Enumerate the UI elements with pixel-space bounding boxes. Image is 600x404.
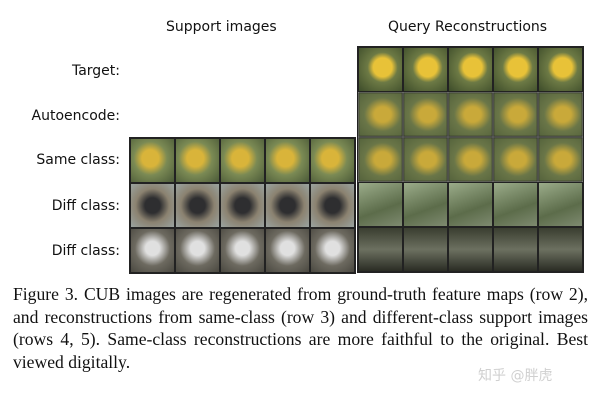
row-label-autoencode: Autoencode: bbox=[31, 108, 120, 124]
support-image bbox=[265, 183, 310, 228]
query-reconstructions-grid bbox=[357, 46, 584, 273]
row-label-target: Target: bbox=[71, 63, 120, 79]
diff-class-reconstruction bbox=[403, 182, 448, 227]
diff-class-reconstruction bbox=[403, 227, 448, 272]
row-label-diff-class-1: Diff class: bbox=[51, 198, 120, 214]
target-image bbox=[493, 47, 538, 92]
support-image bbox=[265, 228, 310, 273]
query-reconstructions-header: Query Reconstructions bbox=[388, 19, 548, 35]
target-image bbox=[358, 47, 403, 92]
diff-class-reconstruction bbox=[538, 227, 583, 272]
diff-class-reconstruction bbox=[358, 227, 403, 272]
support-image bbox=[175, 228, 220, 273]
figure-caption: Figure 3. CUB images are regenerated fro… bbox=[13, 284, 588, 372]
autoencode-image bbox=[538, 92, 583, 137]
support-image bbox=[130, 183, 175, 228]
support-image bbox=[220, 138, 265, 183]
diff-class-reconstruction bbox=[493, 182, 538, 227]
row-label-same-class: Same class: bbox=[36, 152, 120, 168]
support-image bbox=[220, 183, 265, 228]
support-image bbox=[310, 228, 355, 273]
support-images-header: Support images bbox=[166, 19, 277, 35]
diff-class-reconstruction bbox=[538, 182, 583, 227]
support-image bbox=[130, 228, 175, 273]
diff-class-reconstruction bbox=[493, 227, 538, 272]
target-image bbox=[448, 47, 493, 92]
support-image bbox=[175, 183, 220, 228]
autoencode-image bbox=[403, 92, 448, 137]
support-image bbox=[130, 138, 175, 183]
same-class-reconstruction bbox=[538, 137, 583, 182]
diff-class-reconstruction bbox=[448, 227, 493, 272]
watermark: 知乎 @胖虎 bbox=[478, 368, 553, 384]
support-images-grid bbox=[129, 137, 356, 274]
same-class-reconstruction bbox=[358, 137, 403, 182]
support-image bbox=[265, 138, 310, 183]
same-class-reconstruction bbox=[493, 137, 538, 182]
diff-class-reconstruction bbox=[448, 182, 493, 227]
row-label-diff-class-2: Diff class: bbox=[51, 243, 120, 259]
target-image bbox=[538, 47, 583, 92]
support-image bbox=[175, 138, 220, 183]
autoencode-image bbox=[358, 92, 403, 137]
same-class-reconstruction bbox=[448, 137, 493, 182]
support-image bbox=[310, 138, 355, 183]
support-image bbox=[220, 228, 265, 273]
support-image bbox=[310, 183, 355, 228]
autoencode-image bbox=[493, 92, 538, 137]
diff-class-reconstruction bbox=[358, 182, 403, 227]
autoencode-image bbox=[448, 92, 493, 137]
same-class-reconstruction bbox=[403, 137, 448, 182]
target-image bbox=[403, 47, 448, 92]
